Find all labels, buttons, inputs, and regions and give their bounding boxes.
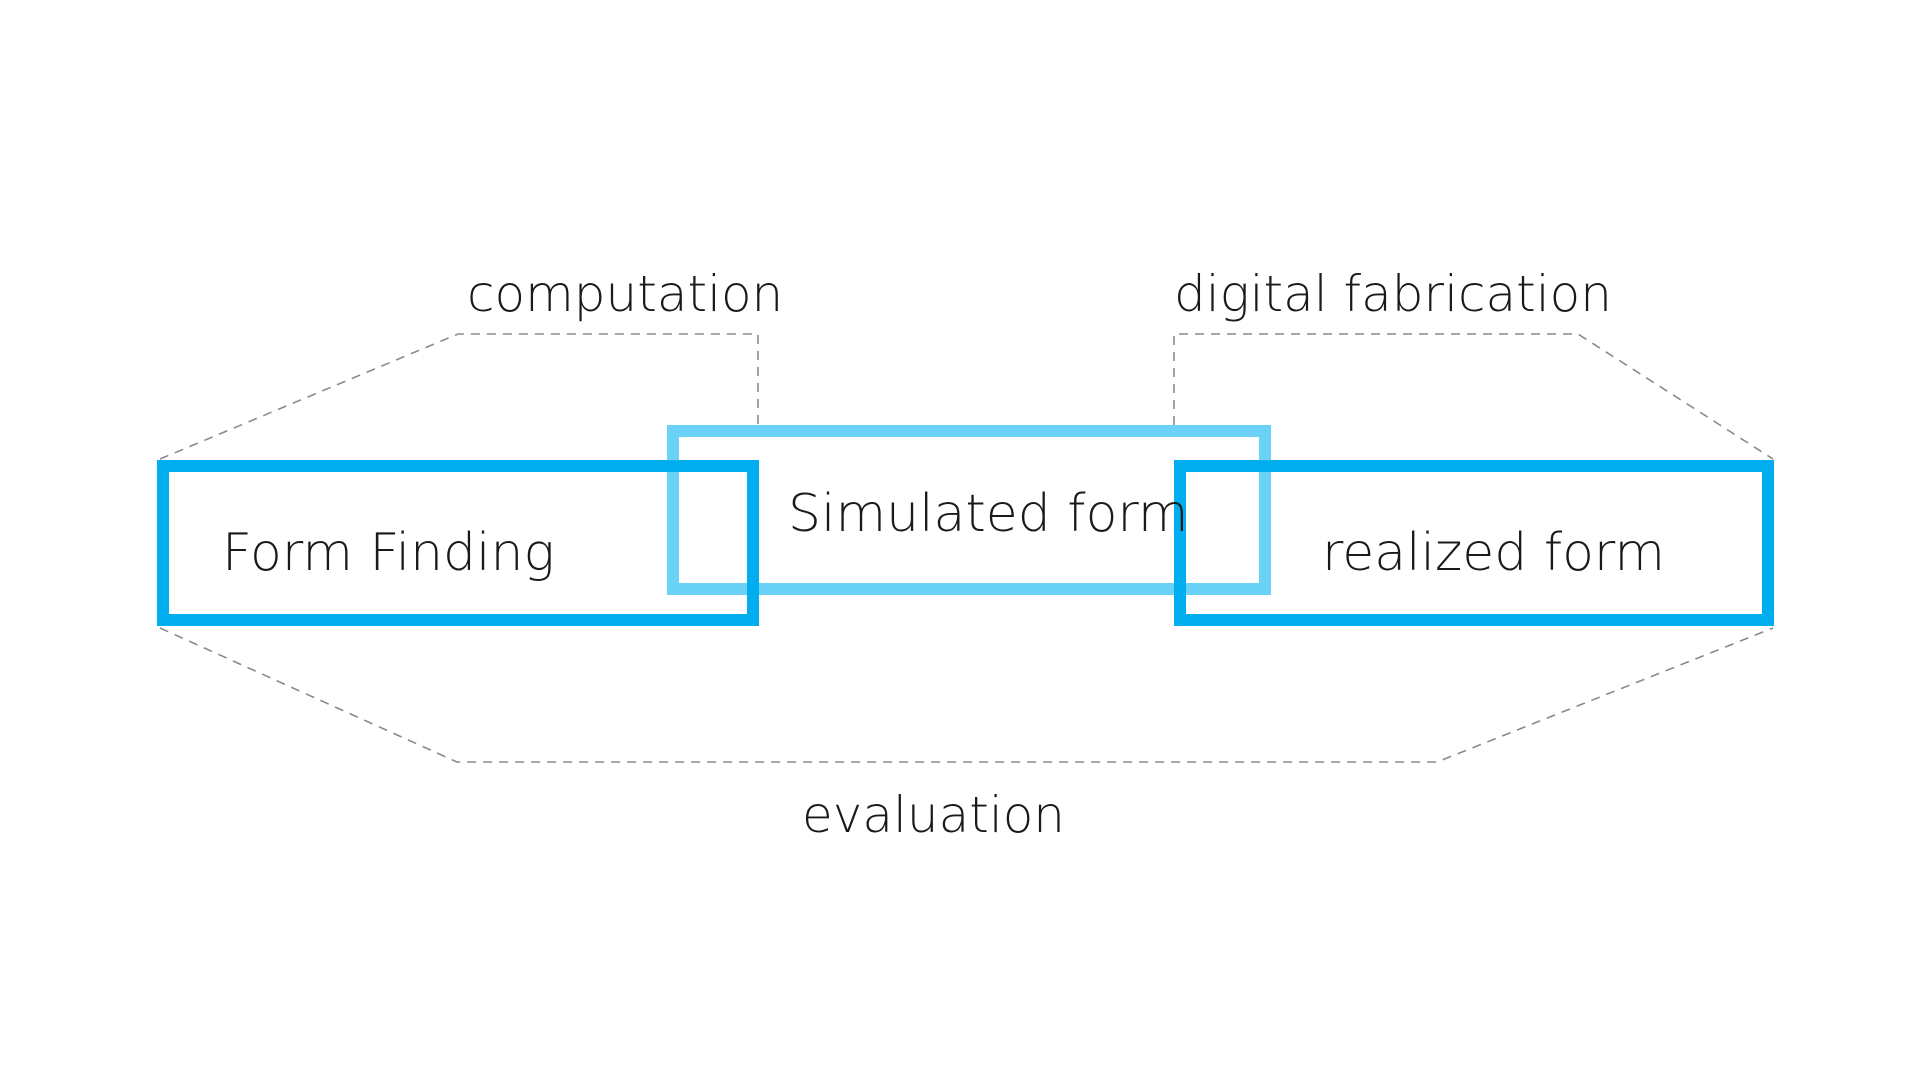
form-finding-label: Form Finding	[222, 523, 555, 583]
digital-fabrication-label: digital fabrication	[1174, 265, 1612, 323]
simulated-form-label: Simulated form	[788, 484, 1189, 544]
evaluation-label: evaluation	[802, 786, 1065, 844]
computation-label: computation	[467, 265, 783, 323]
digital-fabrication-bracket-line	[1173, 333, 1774, 460]
realized-form-box	[1174, 460, 1774, 626]
simulated-form-box	[667, 425, 1271, 595]
computation-bracket-line	[159, 333, 759, 460]
evaluation-bracket-line	[159, 627, 1774, 763]
form-finding-box	[157, 460, 759, 626]
realized-form-label: realized form	[1322, 523, 1665, 583]
